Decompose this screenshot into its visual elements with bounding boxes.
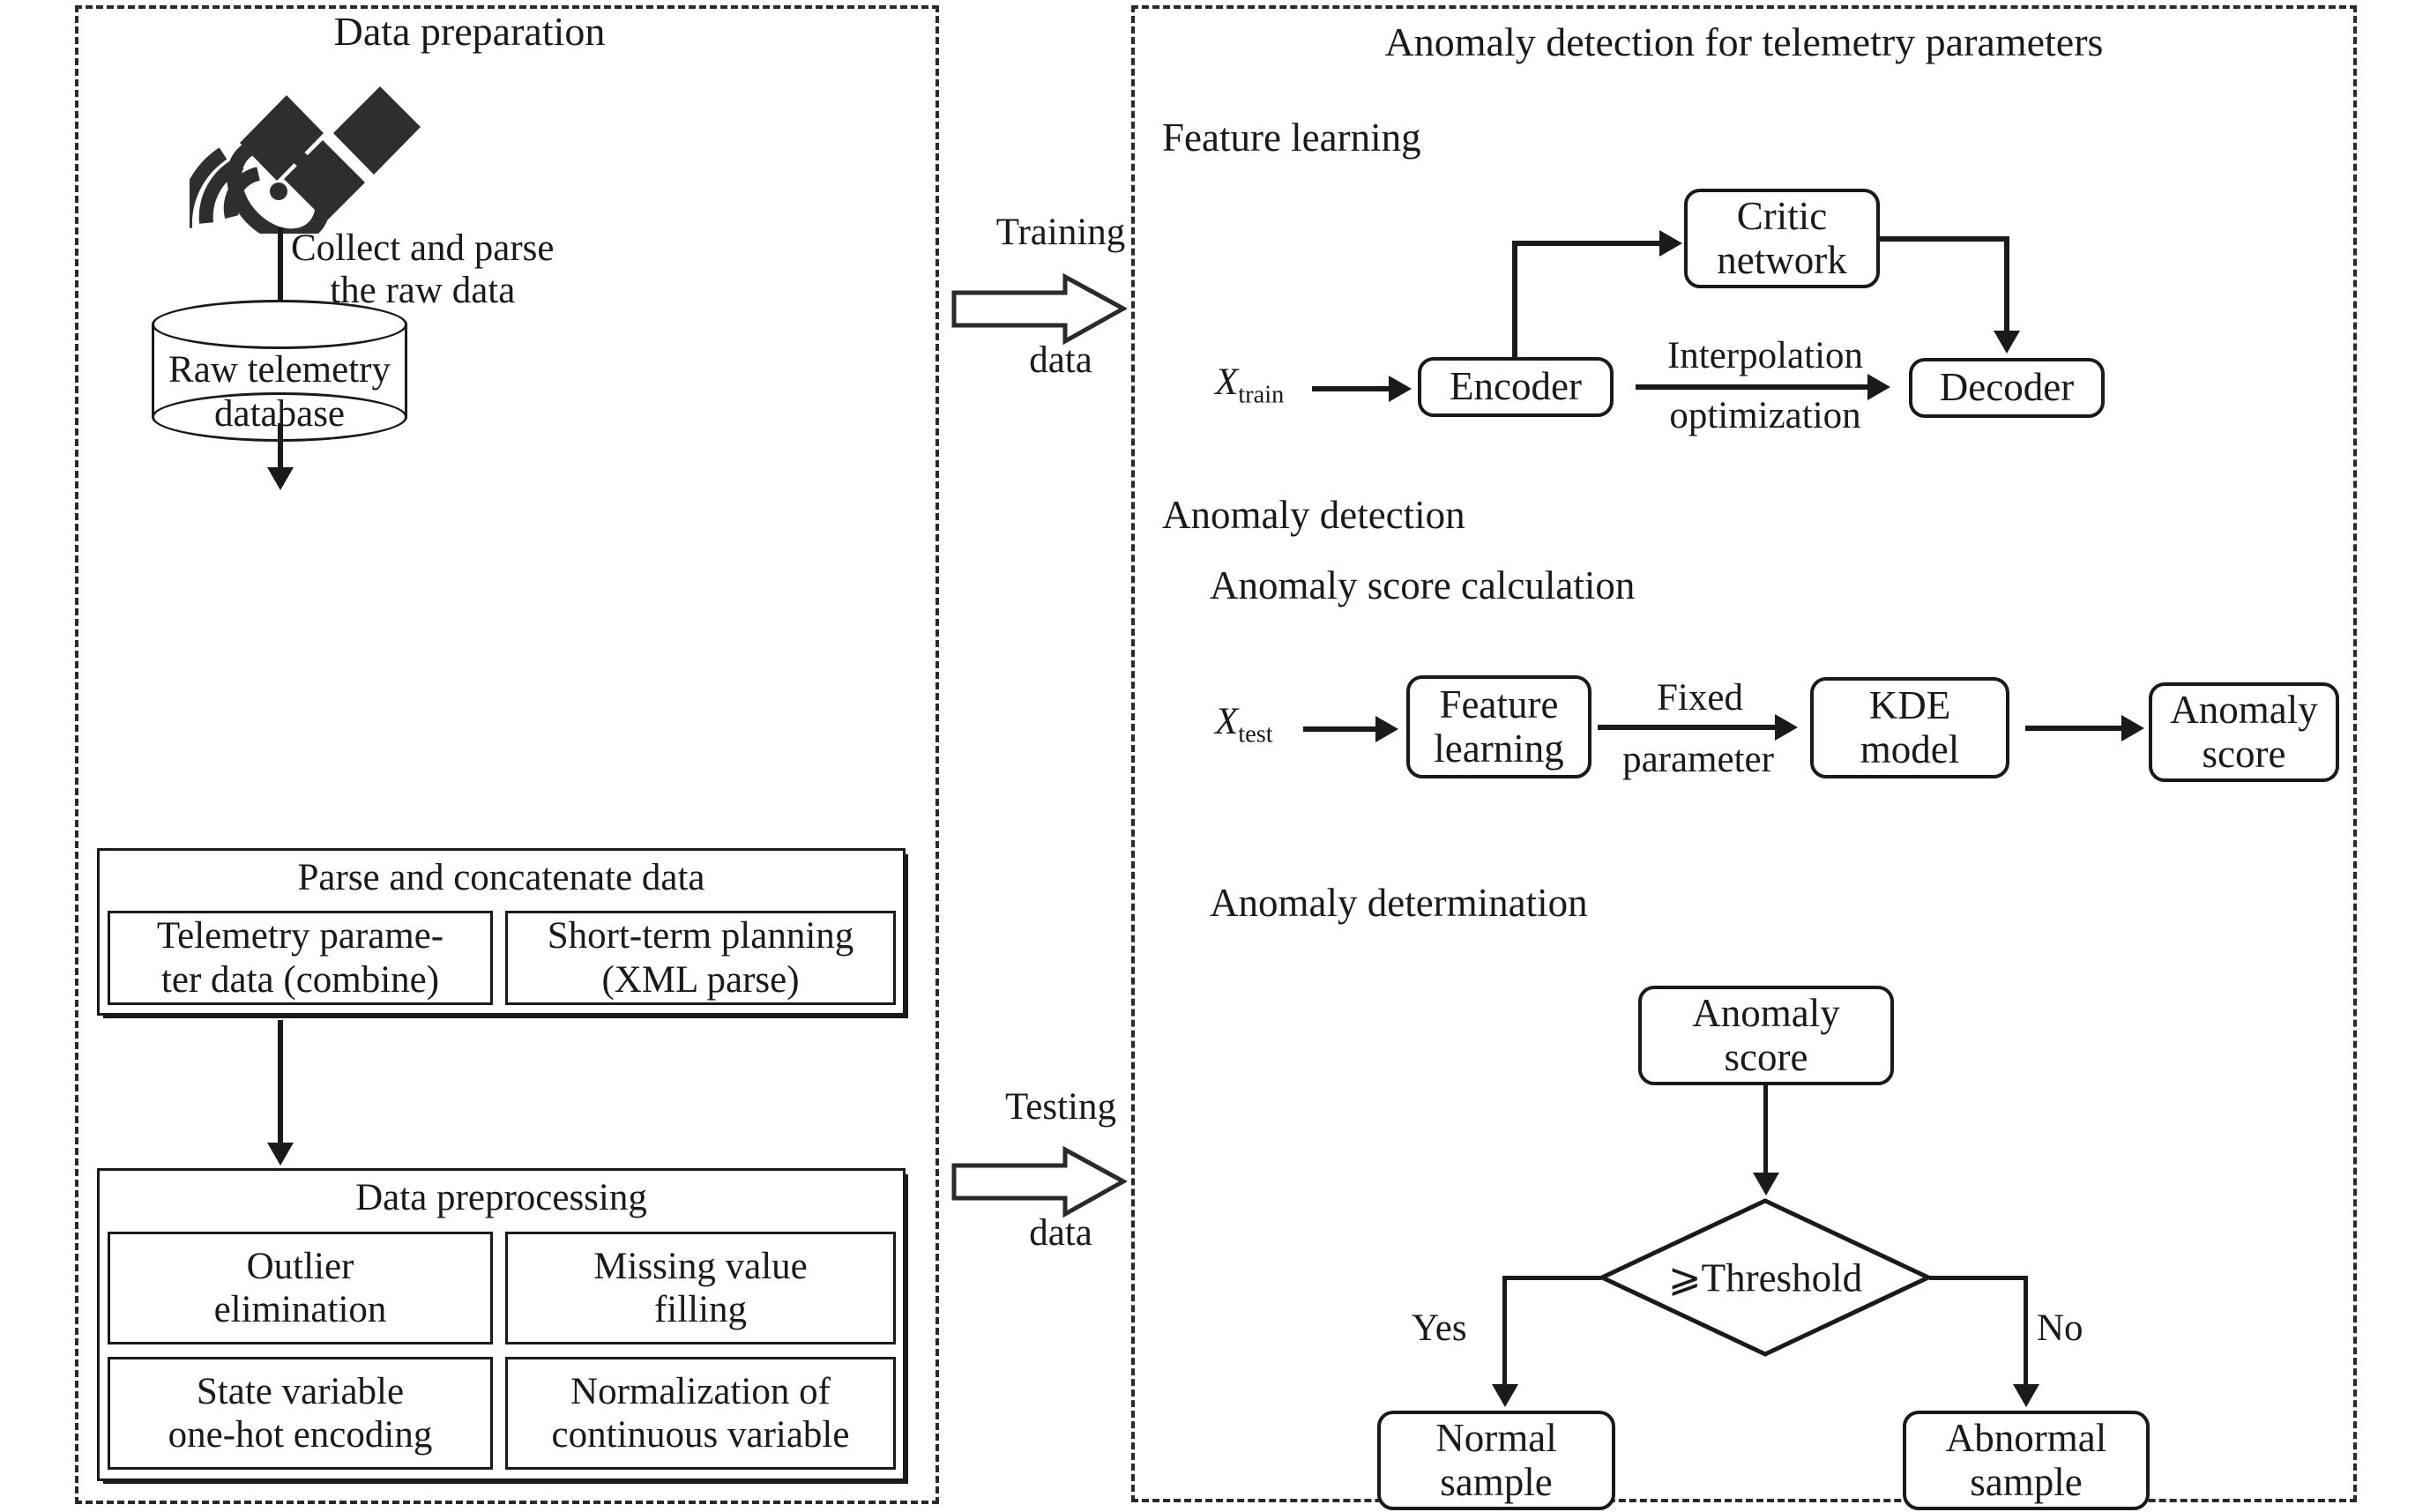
threshold-decision-label: ⩾Threshold: [1667, 1255, 1863, 1300]
feature-learning-heading: Feature learning: [1162, 115, 1421, 160]
anomaly-determination-heading: Anomaly determination: [1210, 881, 1588, 925]
threshold-decision-diamond: ⩾Threshold: [1599, 1197, 1932, 1358]
normal-sample-box: Normal sample: [1377, 1411, 1615, 1510]
arrow-xtrain-to-encoder-head: [1389, 376, 1412, 402]
line-decision-yes-vertical: [1502, 1276, 1507, 1390]
line-decision-yes-horizontal: [1502, 1276, 1601, 1280]
arrow-decision-yes-head: [1492, 1384, 1518, 1407]
encoder-box: Encoder: [1418, 357, 1614, 417]
training-data-label-2: data: [1029, 339, 1092, 381]
normalization-continuous-box: Normalization of continuous variable: [505, 1357, 896, 1470]
data-preparation-title: Data preparation: [333, 9, 606, 54]
fixed-parameter-label-bottom: parameter: [1622, 739, 1774, 780]
anomaly-score-calculation-heading: Anomaly score calculation: [1210, 563, 1636, 607]
telemetry-parameter-data-box: Telemetry parame- ter data (combine): [108, 911, 493, 1005]
line-critic-to-decoder-vertical: [2004, 236, 2009, 333]
arrow-kde-to-score-head: [2121, 715, 2144, 741]
interpolation-optimization-label-top: Interpolation: [1666, 335, 1864, 376]
anomaly-detection-panel: [1131, 5, 2357, 1502]
training-data-label: Training: [995, 212, 1126, 253]
line-encoder-to-critic-vertical: [1512, 241, 1517, 360]
arrow-database-to-parse: [278, 423, 283, 472]
arrow-feature-learning-to-kde: [1598, 725, 1778, 730]
feature-learning-box: Feature learning: [1406, 675, 1591, 778]
fixed-parameter-label-top: Fixed: [1657, 677, 1743, 719]
testing-data-label-2: data: [1029, 1212, 1092, 1254]
collect-parse-label: Collect and parse the raw data: [291, 227, 555, 312]
data-preparation-panel: [75, 5, 939, 1504]
line-critic-to-decoder-horizontal: [1878, 236, 2009, 242]
abnormal-sample-box: Abnormal sample: [1903, 1411, 2150, 1510]
anomaly-detection-heading: Anomaly detection: [1162, 493, 1465, 537]
anomaly-score-result-box: Anomaly score: [2149, 682, 2339, 782]
line-decision-no-horizontal: [1929, 1276, 2028, 1280]
raw-telemetry-database: Raw telemetry database: [152, 300, 407, 442]
state-variable-onehot-box: State variable one-hot encoding: [108, 1357, 493, 1470]
line-decision-no-vertical: [2024, 1276, 2028, 1390]
arrow-feature-learning-to-kde-head: [1775, 714, 1798, 741]
decoder-box: Decoder: [1909, 358, 2105, 418]
testing-data-label: Testing: [1005, 1086, 1116, 1128]
parse-concatenate-header: Parse and concatenate data: [297, 857, 705, 898]
arrow-critic-to-decoder-head: [1994, 331, 2020, 354]
arrow-encoder-to-critic-head: [1659, 230, 1682, 257]
anomaly-detection-title: Anomaly detection for telemetry paramete…: [1384, 19, 2104, 64]
arrow-parse-to-preprocess-head: [267, 1143, 294, 1166]
arrow-xtest-to-feature-learning: [1303, 726, 1381, 732]
arrow-score-to-decision: [1763, 1084, 1768, 1181]
arrow-encoder-to-decoder: [1636, 384, 1872, 390]
interpolation-optimization-label-bottom: optimization: [1669, 395, 1861, 436]
data-preprocessing-header: Data preprocessing: [355, 1177, 647, 1218]
kde-model-box: KDE model: [1810, 677, 2009, 778]
x-train-label: Xtrain: [1215, 361, 1285, 409]
critic-network-box: Critic network: [1684, 189, 1880, 288]
arrow-score-to-decision-head: [1753, 1173, 1779, 1195]
outlier-elimination-box: Outlier elimination: [108, 1232, 493, 1344]
arrow-xtest-to-feature-learning-head: [1375, 716, 1398, 742]
short-term-planning-box: Short-term planning (XML parse): [505, 911, 896, 1005]
line-encoder-to-critic-horizontal: [1512, 241, 1662, 246]
training-data-arrow: [950, 272, 1127, 346]
arrow-xtrain-to-encoder: [1312, 386, 1393, 391]
satellite-icon: [177, 44, 454, 244]
arrow-parse-to-preprocess: [278, 1020, 283, 1148]
arrow-decision-no-head: [2013, 1384, 2039, 1407]
arrow-database-to-parse-head: [267, 467, 294, 490]
testing-data-arrow: [950, 1144, 1127, 1219]
determination-anomaly-score-box: Anomaly score: [1638, 986, 1894, 1085]
no-label: No: [2037, 1307, 2083, 1349]
yes-label: Yes: [1412, 1307, 1467, 1349]
arrow-encoder-to-decoder-head: [1867, 374, 1890, 400]
missing-value-filling-box: Missing value filling: [505, 1232, 896, 1344]
x-test-label: Xtest: [1215, 701, 1273, 749]
arrow-kde-to-score: [2025, 726, 2124, 731]
